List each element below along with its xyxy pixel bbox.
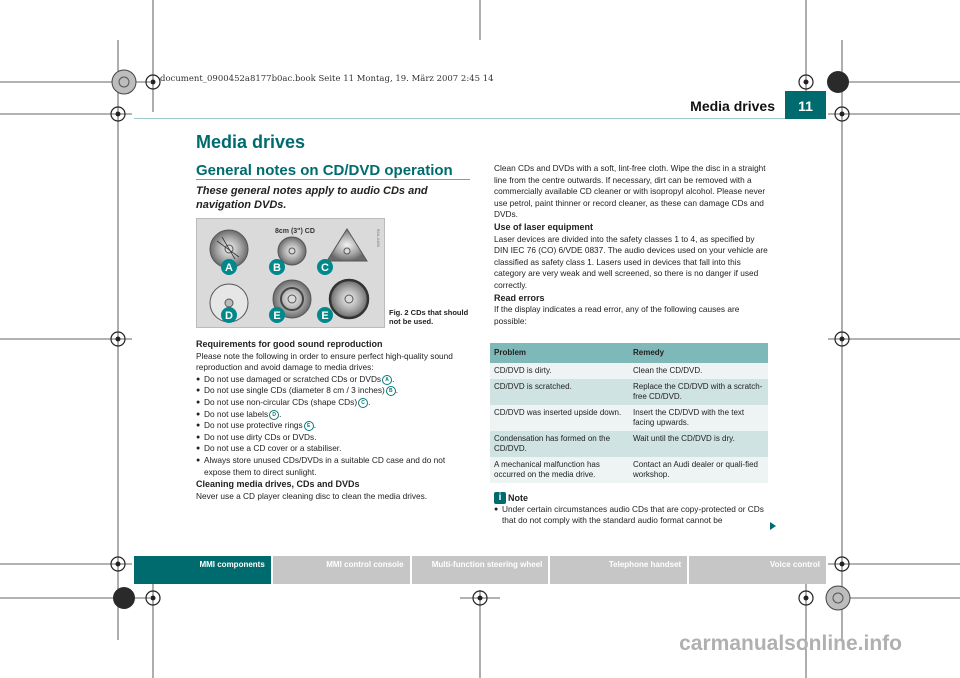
list-item: Under certain circumstances audio CDs th…: [494, 504, 774, 526]
requirements-heading: Requirements for good sound reproduction: [196, 339, 383, 349]
list-item-text: Do not use labels: [204, 408, 269, 419]
remedy-cell: Wait until the CD/DVD is dry.: [629, 431, 768, 457]
figure-letter-e1: E: [273, 310, 280, 322]
running-head: Media drives: [690, 98, 775, 114]
shaped-disc-C: [326, 228, 368, 262]
table-row: CD/DVD is dirty. Clean the CD/DVD.: [490, 363, 768, 379]
table-row: CD/DVD was inserted upside down. Insert …: [490, 405, 768, 431]
left-column-text: Requirements for good sound reproduction…: [196, 338, 472, 502]
tab-telephone-handset[interactable]: Telephone handset: [550, 556, 688, 584]
tab-mmi-components[interactable]: MMI components: [134, 556, 271, 584]
ref-badge: A: [382, 374, 393, 385]
list-item-text: Do not use dirty CDs or DVDs.: [204, 431, 317, 442]
continue-arrow-icon: [770, 522, 776, 530]
problem-cell: Condensation has formed on the CD/DVD.: [490, 431, 629, 457]
note-list: Under certain circumstances audio CDs th…: [494, 504, 774, 526]
print-header: document_0900452a8177b0ac.book Seite 11 …: [160, 74, 494, 84]
tab-multi-function-steering-wheel[interactable]: Multi-function steering wheel: [411, 556, 549, 584]
laser-heading: Use of laser equipment: [494, 221, 594, 232]
site-watermark: carmanualsonline.info: [679, 632, 902, 655]
remedy-cell: Contact an Audi dealer or quali-fied wor…: [629, 457, 768, 483]
list-item-text: Do not use a CD cover or a stabiliser.: [204, 443, 342, 454]
tab-mmi-control-console[interactable]: MMI control console: [272, 556, 410, 584]
problem-cell: CD/DVD was inserted upside down.: [490, 405, 629, 431]
list-item: Do not use a CD cover or a stabiliser.: [196, 443, 472, 455]
list-item-text: Do not use single CDs (diameter 8 cm / 3…: [204, 385, 385, 396]
list-item-text: Do not use protective rings: [204, 420, 303, 431]
figure-letter-c: C: [321, 262, 329, 274]
header-rule: [134, 118, 826, 119]
footer-tabs: MMI components MMI control console Multi…: [134, 556, 826, 584]
list-item: Do not use dirty CDs or DVDs.: [196, 432, 472, 444]
table-row: A mechanical malfunction has occurred on…: [490, 457, 768, 483]
table-header-remedy: Remedy: [629, 343, 768, 363]
ringed-disc-E1: [272, 279, 312, 319]
figure-letter-d: D: [225, 310, 233, 322]
list-item: Always store unused CDs/DVDs in a suitab…: [196, 455, 472, 478]
problem-remedy-table: Problem Remedy CD/DVD is dirty. Clean th…: [490, 343, 768, 483]
ref-badge: E: [303, 421, 314, 432]
problem-cell: CD/DVD is dirty.: [490, 363, 629, 379]
read-errors-heading: Read errors: [494, 292, 545, 303]
requirements-list: Do not use damaged or scratched CDs or D…: [196, 374, 472, 478]
figure-caption: Fig. 2 CDs that should not be used.: [389, 308, 469, 326]
section-heading: General notes on CD/DVD operation: [196, 162, 453, 179]
small-disc-B: [277, 236, 307, 266]
requirements-text: Please note the following in order to en…: [196, 350, 453, 373]
note-title: Note: [508, 492, 528, 503]
cleaning-heading: Cleaning media drives, CDs and DVDs: [196, 479, 360, 490]
list-item-text: Always store unused CDs/DVDs in a suitab…: [204, 454, 446, 477]
page-number-block: [785, 91, 826, 119]
note-text: Under certain circumstances audio CDs th…: [502, 504, 764, 525]
figure-code: B2A-0489: [376, 229, 381, 248]
figure-letter-a: A: [225, 262, 233, 274]
tab-voice-control[interactable]: Voice control: [689, 556, 826, 584]
page-number: 11: [798, 98, 813, 114]
problem-cell: A mechanical malfunction has occurred on…: [490, 457, 629, 483]
ref-badge: C: [358, 397, 369, 408]
section-rule: [196, 179, 470, 180]
list-item: Do not use non-circular CDs (shape CDs)C…: [196, 397, 472, 409]
cleaning-text-2: Clean CDs and DVDs with a soft, lint-fre…: [494, 163, 766, 220]
ringed-disc-E2: [328, 278, 370, 320]
right-column-text: Clean CDs and DVDs with a soft, lint-fre…: [494, 163, 768, 327]
table-row: CD/DVD is scratched. Replace the CD/DVD …: [490, 379, 768, 405]
cd-figure: 8cm (3") CD B2A-0489: [196, 218, 385, 328]
list-item-text: Do not use damaged or scratched CDs or D…: [204, 373, 382, 384]
ref-badge: B: [385, 386, 396, 397]
read-errors-text: If the display indicates a read error, a…: [494, 304, 740, 326]
section-intro: These general notes apply to audio CDs a…: [196, 185, 428, 211]
list-item: Do not use damaged or scratched CDs or D…: [196, 374, 472, 386]
remedy-cell: Insert the CD/DVD with the text facing u…: [629, 405, 768, 431]
table-row: Condensation has formed on the CD/DVD. W…: [490, 431, 768, 457]
remedy-cell: Replace the CD/DVD with a scratch-free C…: [629, 379, 768, 405]
problem-cell: CD/DVD is scratched.: [490, 379, 629, 405]
figure-label: 8cm (3") CD: [275, 228, 315, 235]
figure-letter-b: B: [273, 262, 281, 274]
table-header-row: Problem Remedy: [490, 343, 768, 363]
cleaning-text-1: Never use a CD player cleaning disc to c…: [196, 490, 428, 501]
figure-letter-e2: E: [321, 310, 328, 322]
remedy-cell: Clean the CD/DVD.: [629, 363, 768, 379]
note-info-icon: i: [494, 492, 506, 504]
chapter-title: Media drives: [196, 132, 306, 152]
table-header-problem: Problem: [490, 343, 629, 363]
laser-text: Laser devices are divided into the safet…: [494, 233, 768, 290]
scratched-disc-A: [209, 229, 249, 269]
list-item: Do not use single CDs (diameter 8 cm / 3…: [196, 385, 472, 397]
list-item-text: Do not use non-circular CDs (shape CDs): [204, 396, 358, 407]
ref-badge: D: [269, 409, 280, 420]
